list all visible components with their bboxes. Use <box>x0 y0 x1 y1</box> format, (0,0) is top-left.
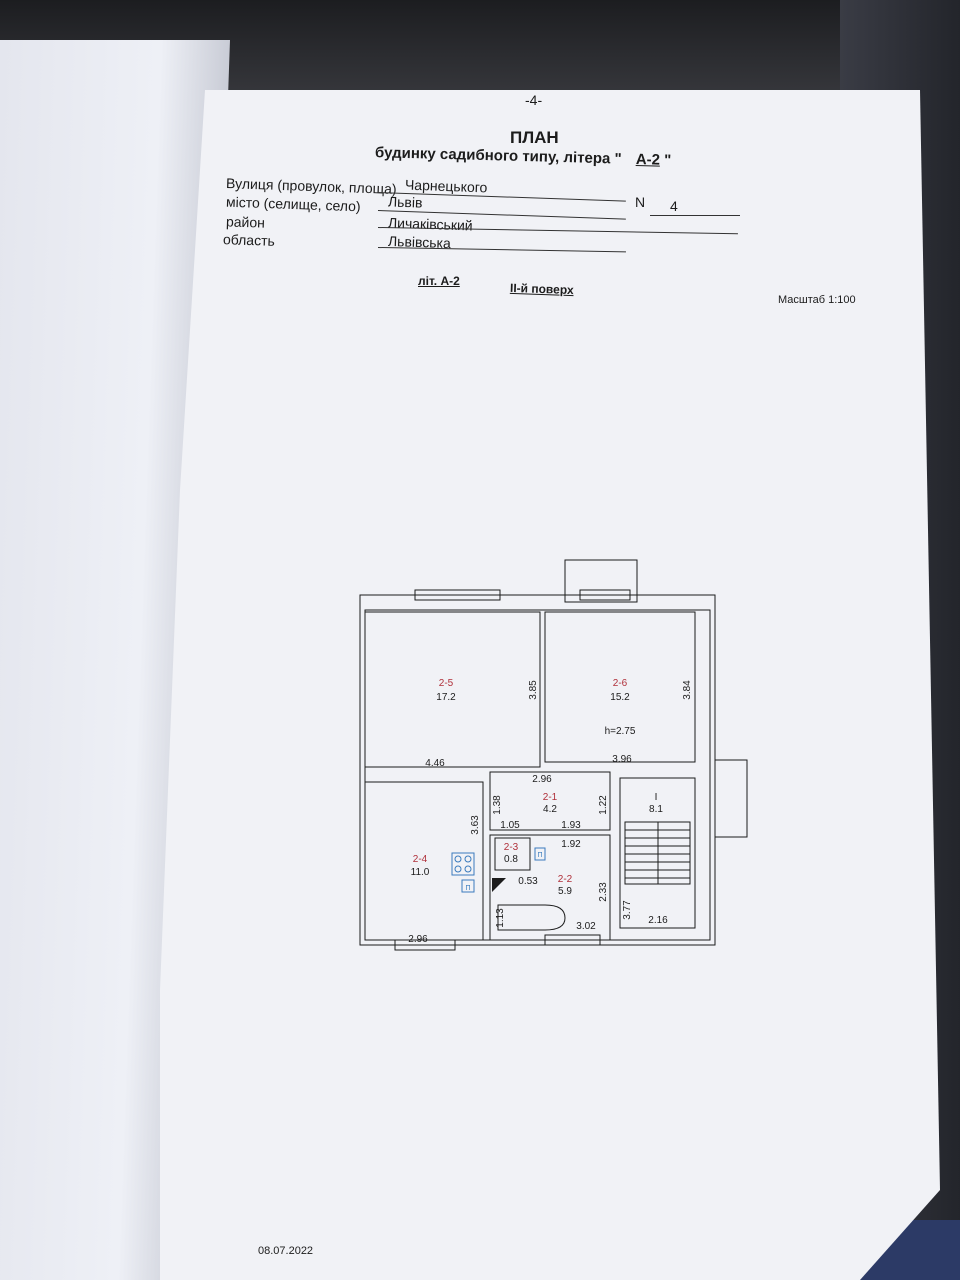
subtitle-litera: А-2 <box>635 150 661 169</box>
windows <box>394 589 631 951</box>
dim-302: 3.02 <box>576 921 596 932</box>
dim-138: 1.38 <box>492 795 503 815</box>
dim-105: 1.05 <box>500 820 520 831</box>
stairs <box>624 821 691 885</box>
room-2-4-area: 11.0 <box>411 867 430 878</box>
room-2-5-outline <box>364 611 541 768</box>
sink-symbol-bath: П <box>537 852 542 859</box>
city-label: місто (селище, село) <box>225 193 361 215</box>
balcony-right <box>714 759 748 838</box>
room-2-6-id: 2-6 <box>613 678 628 689</box>
dim-216: 2.16 <box>648 915 668 926</box>
chimney-icon <box>492 878 506 892</box>
dim-192: 1.92 <box>561 839 581 850</box>
room-2-2-outline <box>489 834 611 941</box>
plan-subtitle: будинку садибного типу, літера " А-2 " <box>375 144 672 169</box>
floor-label: ІІ-й поверх <box>509 280 574 298</box>
sink-symbol-kitchen: П <box>465 885 470 892</box>
dim-385: 3.85 <box>528 680 539 700</box>
subtitle-text: будинку садибного типу, літера " <box>374 144 622 168</box>
sink-icon-kitchen <box>461 879 475 893</box>
room-2-3-id: 2-3 <box>504 842 519 853</box>
subtitle-quote: " <box>663 151 672 169</box>
district-value: Личаківський <box>387 214 473 234</box>
number-underline <box>650 215 740 216</box>
room-2-6-outline <box>544 611 696 763</box>
floor-plan: 2-5 17.2 2-6 15.2 h=2.75 2-1 4.2 I 8.1 2… <box>359 559 748 951</box>
outer-wall <box>359 594 716 946</box>
city-value: Львів <box>387 193 423 211</box>
room-2-1-area: 4.2 <box>543 804 557 815</box>
dim-122: 1.22 <box>598 795 609 815</box>
balcony-top <box>564 559 638 603</box>
page-mark: -4- <box>525 92 543 108</box>
document-page: -4- ПЛАН будинку садибного типу, літера … <box>160 90 940 1280</box>
dim-377: 3.77 <box>622 900 633 920</box>
document-date: 08.07.2022 <box>258 1245 314 1257</box>
room-I-area: 8.1 <box>649 804 663 815</box>
district-label: район <box>225 213 266 231</box>
dim-233: 2.33 <box>598 882 609 902</box>
dim-396: 3.96 <box>612 754 632 765</box>
number-value: 4 <box>670 198 678 214</box>
room-2-5-area: 17.2 <box>436 692 456 703</box>
stove-icon <box>451 852 475 876</box>
bathtub <box>497 904 566 931</box>
dim-296-bottom: 2.96 <box>408 934 428 945</box>
room-height: h=2.75 <box>605 726 636 737</box>
room-I-id: I <box>655 792 658 803</box>
room-2-4-id: 2-4 <box>413 854 428 865</box>
scale-label: Масштаб 1:100 <box>778 294 856 306</box>
room-I-outline <box>619 777 696 929</box>
room-2-5-id: 2-5 <box>439 678 454 689</box>
room-2-3-area: 0.8 <box>504 854 518 865</box>
dim-363: 3.63 <box>470 815 481 835</box>
room-2-1-outline <box>489 771 611 831</box>
dim-384: 3.84 <box>682 680 693 700</box>
dim-053: 0.53 <box>518 876 538 887</box>
plan-title: ПЛАН <box>510 128 559 147</box>
room-2-2-area: 5.9 <box>558 886 572 897</box>
dim-113: 1.13 <box>495 908 506 928</box>
room-2-1-id: 2-1 <box>543 792 558 803</box>
dim-193: 1.93 <box>561 820 581 831</box>
number-label: N <box>635 194 646 210</box>
dim-296-top: 2.96 <box>532 774 552 785</box>
lit-label: літ. А-2 <box>418 274 460 288</box>
sink-icon-bath <box>534 847 546 861</box>
room-2-2-id: 2-2 <box>558 874 573 885</box>
room-2-6-area: 15.2 <box>610 692 630 703</box>
dim-446: 4.46 <box>425 758 445 769</box>
region-label: область <box>222 231 276 249</box>
room-2-3-outline <box>494 837 531 871</box>
